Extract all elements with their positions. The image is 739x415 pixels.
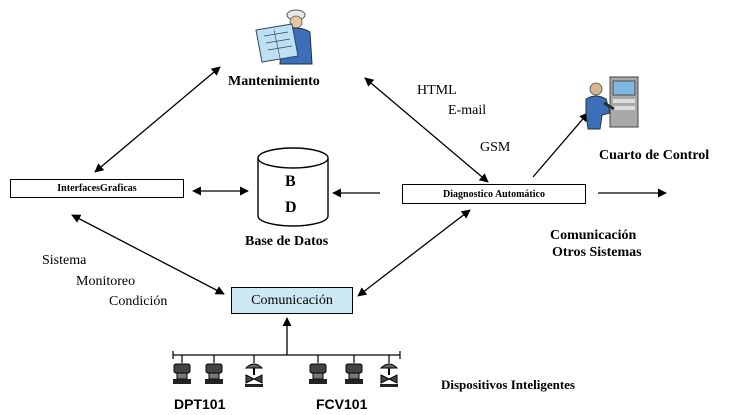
channel-gsm: GSM: [480, 140, 511, 155]
field-bus: [172, 351, 401, 363]
node-cuarto-control: Cuarto de Control: [599, 148, 710, 163]
device-transmitter-icon: [345, 363, 363, 384]
database-letter-b: B: [285, 173, 296, 190]
monitoring-line-3: Condición: [109, 294, 168, 309]
arrow-maintenance-diagnostico: [364, 77, 489, 183]
device-transmitter-icon: [205, 363, 223, 384]
database-letter-d: D: [285, 199, 297, 216]
arrow-interfaces-comunicacion: [71, 214, 225, 295]
device-valve-icon: [244, 363, 264, 387]
operator-at-console-icon: [585, 76, 639, 130]
device-label-dpt101: DPT101: [174, 396, 226, 412]
channel-html: HTML: [417, 83, 457, 98]
database-cylinder-icon: [257, 147, 329, 227]
device-transmitter-icon: [309, 363, 327, 384]
database-label: Base de Datos: [245, 234, 329, 249]
node-interfaces-graficas: InterfacesGraficas: [10, 179, 184, 198]
arrow-diagnostico-control-room: [532, 112, 589, 178]
monitoring-line-2: Monitoreo: [76, 274, 136, 289]
node-dispositivos: Dispositivos Inteligentes: [441, 377, 575, 392]
monitoring-line-1: Sistema: [42, 253, 87, 268]
external-systems-label: Otros Sistemas: [552, 245, 642, 260]
external-comm-label: Comunicación: [550, 228, 637, 243]
device-valve-icon: [379, 363, 399, 387]
arrow-maintenance-interfaces: [94, 66, 221, 173]
engineer-with-plans-icon: [255, 9, 313, 65]
channel-email: E-mail: [448, 103, 487, 118]
arrow-diagnostico-comunicacion: [357, 209, 471, 297]
node-comunicacion: Comunicación: [231, 287, 353, 314]
node-diagnostico-automatico: Diagnostico Automático: [402, 184, 586, 204]
node-mantenimiento: Mantenimiento: [228, 74, 320, 89]
device-label-fcv101: FCV101: [316, 396, 368, 412]
device-transmitter-icon: [173, 363, 191, 384]
